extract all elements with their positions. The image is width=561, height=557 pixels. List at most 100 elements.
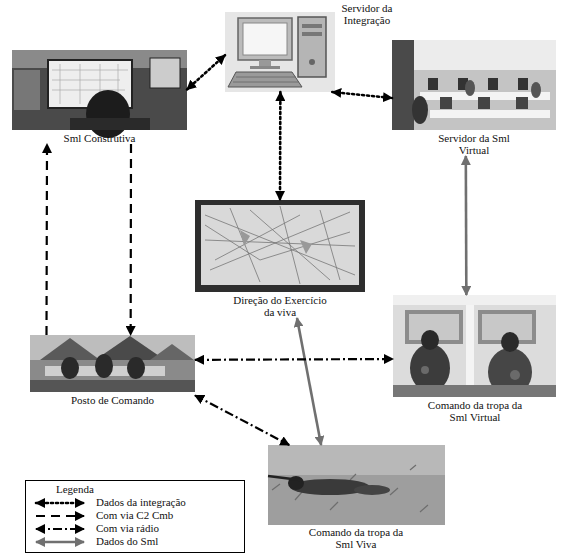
illustration-shape: [298, 17, 326, 77]
illustration-shape: [61, 357, 79, 379]
illustration-shape: [12, 50, 187, 130]
illustration-shape: [393, 295, 556, 397]
legend-line-sample: [32, 498, 88, 508]
illustration-shape: [272, 465, 428, 512]
connector-arrow: [195, 395, 289, 445]
virtual-server-photo: [392, 40, 556, 130]
connector-arrow: [45, 144, 48, 335]
illustration-shape: [440, 97, 452, 109]
illustration-shape: [268, 476, 300, 480]
connector-arrow: [332, 92, 392, 98]
illustration-shape: [240, 230, 312, 254]
photo-caption: Posto de Comando: [45, 394, 180, 406]
legend-line: [36, 527, 84, 529]
illustration-shape: [205, 206, 355, 284]
legend-line: [36, 501, 84, 504]
illustration-shape: [250, 66, 280, 69]
illustration-shape: [510, 370, 520, 380]
illustration-shape: [421, 330, 439, 350]
photo-caption: Comando da tropa da Sml Viva: [306, 526, 406, 550]
illustration-shape: [14, 70, 40, 110]
illustration-shape: [309, 59, 315, 65]
illustration-shape: [233, 77, 299, 82]
photo-caption: Direção do Exercício da viva: [233, 294, 327, 318]
legend-line-sample: [32, 524, 88, 534]
illustration-shape: [225, 12, 335, 92]
legend-text: Dados da integração: [96, 496, 186, 509]
photo-node: Comando da tropa da Sml Viva: [268, 445, 445, 550]
connector-arrow: [130, 144, 133, 335]
illustration-shape: [302, 32, 322, 36]
photo-caption: Servidor da Integração: [337, 2, 397, 26]
illustration-shape: [228, 72, 302, 87]
connector-arrow: [297, 318, 321, 445]
illustration-shape: [259, 60, 271, 66]
connector-arrow: [195, 358, 393, 361]
illustration-shape: [518, 78, 528, 90]
legend-row: Dados da integração: [32, 496, 238, 509]
legend-row: Dados do Sml: [32, 535, 238, 548]
illustration-shape: [30, 335, 195, 392]
illustration-shape: [86, 90, 130, 138]
illustration-shape: [354, 485, 390, 495]
legend-row: Com via rádio: [32, 522, 238, 535]
illustration-shape: [243, 23, 287, 55]
illustration-shape: [302, 24, 322, 28]
legend-text: Com via C2 Cmb: [96, 509, 173, 522]
illustration-shape: [465, 80, 475, 96]
illustration-shape: [268, 445, 445, 475]
photo-caption: Servidor da Sml Virtual: [434, 132, 514, 156]
photo-node: Servidor da Sml Virtual: [392, 40, 556, 156]
illustration-shape: [430, 110, 550, 118]
photo-node: Posto de Comando: [30, 335, 195, 406]
photo-node: Comando da tropa da Sml Virtual: [393, 295, 556, 423]
illustration-shape: [412, 96, 428, 124]
illustration-shape: [421, 366, 429, 374]
illustration-shape: [195, 200, 365, 292]
illustration-shape: [238, 18, 292, 60]
live-troop-photo: [268, 445, 445, 525]
command-post-photo: [30, 335, 195, 392]
illustration-shape: [150, 344, 194, 360]
illustration-shape: [30, 380, 195, 392]
legend-line-sample: [32, 511, 88, 521]
illustration-shape: [531, 82, 541, 98]
exercise-screen-photo: [195, 200, 365, 292]
virtual-troop-photo: [393, 295, 556, 397]
illustration-shape: [393, 295, 556, 305]
illustration-shape: [428, 78, 438, 90]
legend-line-sample: [32, 537, 88, 547]
illustration-shape: [392, 40, 556, 130]
photo-caption: Sml Construtiva: [42, 132, 157, 144]
illustration-shape: [516, 97, 528, 109]
illustration-shape: [150, 58, 180, 88]
illustration-shape: [70, 118, 150, 130]
connector-arrow: [464, 156, 467, 295]
photo-node: Servidor da Integração: [225, 0, 398, 92]
server-clipart: [225, 12, 335, 92]
photo-caption: Comando da tropa da Sml Virtual: [425, 399, 525, 423]
photo-node: Sml Construtiva: [12, 50, 187, 144]
legend-title: Legenda: [32, 483, 238, 496]
legend-text: Com via rádio: [96, 522, 159, 535]
illustration-shape: [488, 78, 498, 90]
illustration-shape: [410, 344, 450, 392]
illustration-shape: [392, 40, 556, 70]
illustration-shape: [393, 385, 556, 397]
illustration-shape: [40, 338, 100, 360]
illustration-shape: [95, 354, 113, 378]
legend-row: Com via C2 Cmb: [32, 509, 238, 522]
connector-arrow: [187, 55, 225, 89]
legend-box: LegendaDados da integraçãoCom via C2 Cmb…: [25, 480, 245, 553]
illustration-shape: [268, 445, 445, 525]
illustration-shape: [201, 205, 359, 285]
legend-line: [36, 540, 84, 543]
construtiva-photo: [12, 50, 187, 138]
illustration-shape: [392, 40, 414, 130]
illustration-shape: [127, 357, 145, 379]
illustration-shape: [501, 332, 519, 352]
legend-line: [36, 514, 84, 516]
